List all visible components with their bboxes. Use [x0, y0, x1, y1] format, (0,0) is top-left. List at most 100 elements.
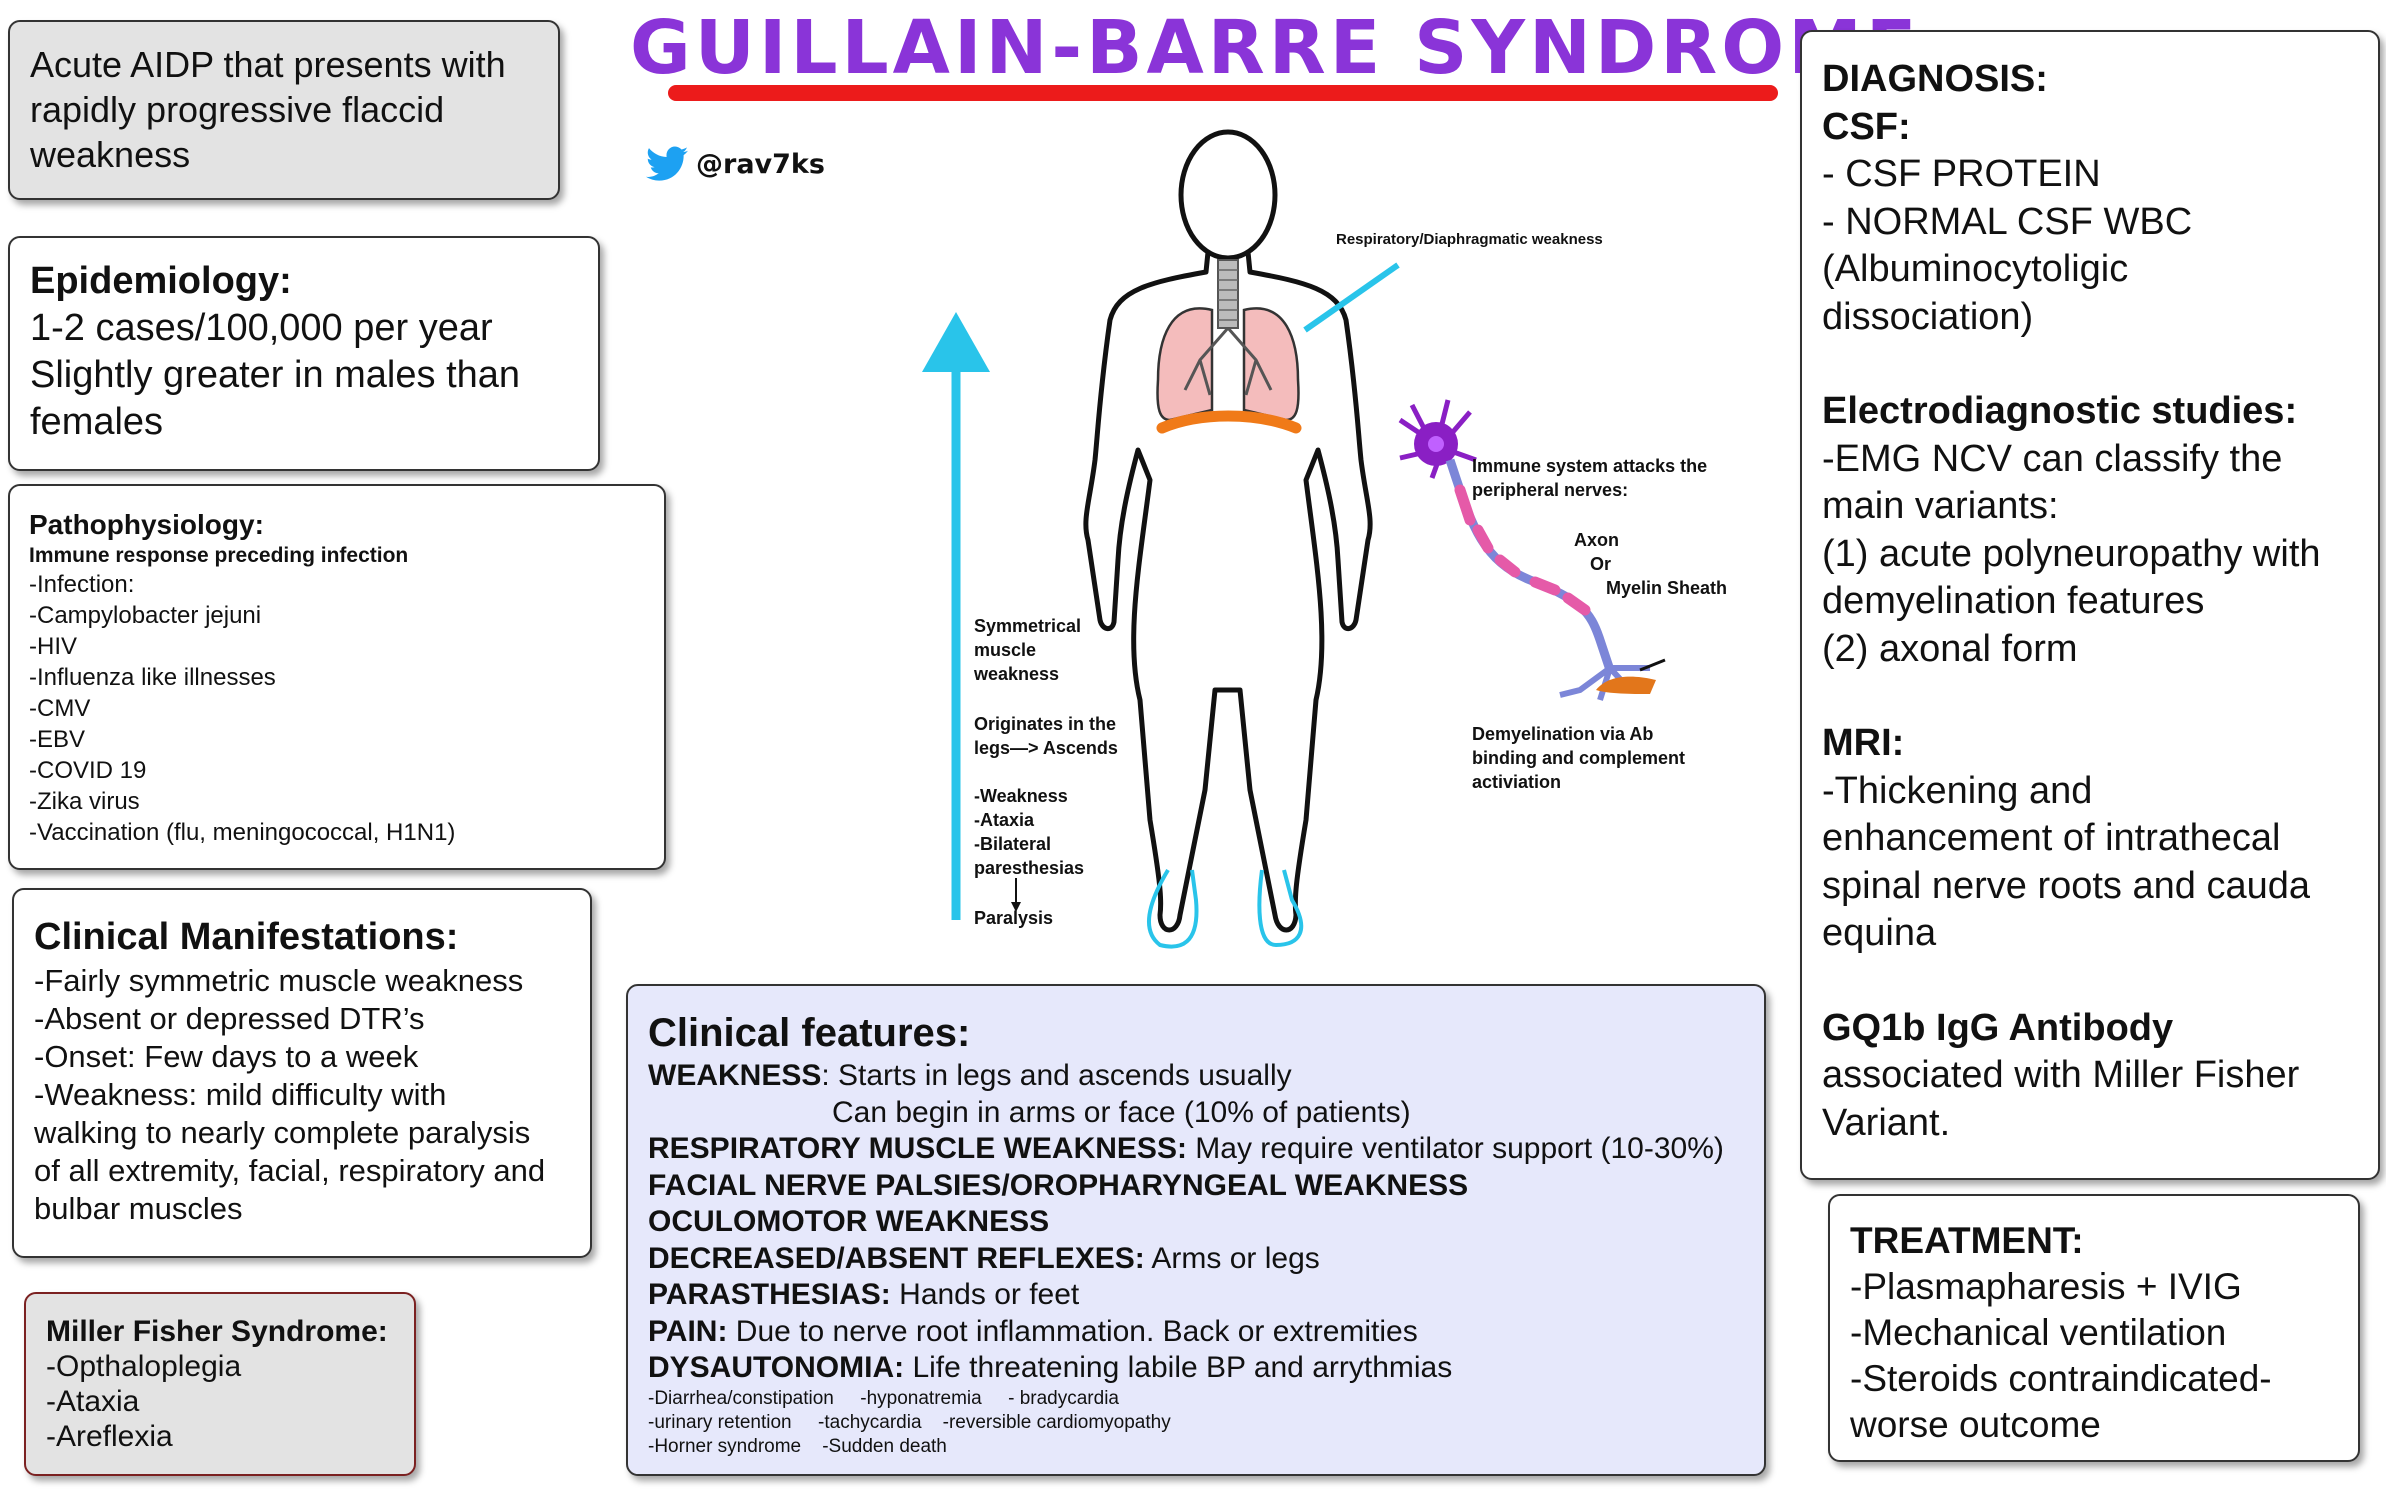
pathophysiology-line: -Vaccination (flu, meningococcal, H1N1)	[29, 819, 456, 846]
trachea	[1217, 259, 1239, 329]
treatment-box: TREATMENT: -Plasmapharesis + IVIG -Mecha…	[1828, 1194, 2360, 1462]
clinical-manifestations-line: bulbar muscles	[34, 1191, 243, 1226]
feature-weakness: WEAKNESS: Starts in legs and ascends usu…	[648, 1059, 1292, 1092]
definition-line: Acute AIDP that presents with	[30, 44, 506, 85]
pathophysiology-line: -CMV	[29, 695, 91, 722]
pathophysiology-subheading: Immune response preceding infection	[29, 544, 409, 567]
myelin-label: Myelin Sheath	[1606, 578, 1728, 598]
neuron-diagram	[1398, 399, 1666, 701]
mri-line: enhancement of intrathecal	[1822, 817, 2281, 859]
miller-fisher-heading: Miller Fisher Syndrome:	[46, 1315, 388, 1348]
pathophysiology-line: -COVID 19	[29, 757, 147, 784]
mri-heading: MRI:	[1822, 722, 1905, 764]
definition-line: weakness	[30, 134, 191, 175]
electro-line: (2) axonal form	[1822, 627, 2078, 670]
definition-box: Acute AIDP that presents with rapidly pr…	[8, 20, 560, 200]
feature-facial: FACIAL NERVE PALSIES/OROPHARYNGEAL WEAKN…	[648, 1168, 1469, 1202]
mri-line: -Thickening and	[1822, 769, 2093, 812]
csf-line: - CSF PROTEIN	[1822, 153, 2101, 195]
epidemiology-heading: Epidemiology:	[30, 260, 292, 302]
clinical-manifestations-line: -Absent or depressed DTR’s	[34, 1001, 425, 1036]
feature-oculomotor: OCULOMOTOR WEAKNESS	[648, 1205, 1050, 1238]
gq1b-line: associated with Miller Fisher	[1822, 1054, 2300, 1096]
miller-fisher-line: -Opthaloplegia	[46, 1350, 242, 1383]
clinical-manifestations-line: -Onset: Few days to a week	[34, 1039, 419, 1074]
feature-small-line: -Diarrhea/constipation -hyponatremia - b…	[648, 1387, 1119, 1409]
immune-label: Immune system attacks the peripheral ner…	[1472, 456, 1708, 500]
electro-line: demyelination features	[1822, 580, 2205, 622]
progression-arrow	[1011, 878, 1021, 912]
gq1b-line: Variant.	[1822, 1101, 1951, 1144]
treatment-line: -Mechanical ventilation	[1850, 1312, 2227, 1353]
clinical-manifestations-line: -Fairly symmetric muscle weakness	[34, 963, 524, 998]
clinical-manifestations-heading: Clinical Manifestations:	[34, 916, 459, 958]
twitter-link[interactable]: @rav7ks	[646, 144, 825, 184]
pathophysiology-line: -HIV	[29, 633, 77, 660]
diagnosis-box: DIAGNOSIS: CSF: - CSF PROTEIN - NORMAL C…	[1800, 30, 2380, 1180]
treatment-line: -Plasmapharesis + IVIG	[1850, 1266, 2242, 1307]
clinical-features-box: Clinical features: WEAKNESS: Starts in l…	[626, 984, 1766, 1476]
page-title: GUILLAIN-BARRE SYNDROME	[630, 5, 1921, 91]
title-underline	[668, 85, 1778, 101]
feature-small-line: -Horner syndrome -Sudden death	[648, 1435, 947, 1457]
feature-small-line: -urinary retention -tachycardia -reversi…	[648, 1411, 1171, 1433]
feature-pain: PAIN: Due to nerve root inflammation. Ba…	[648, 1314, 1418, 1348]
feature-parasthesias: PARASTHESIAS: Hands or feet	[648, 1278, 1080, 1311]
epidemiology-line: Slightly greater in males than	[30, 354, 521, 396]
twitter-icon	[646, 146, 688, 181]
csf-heading: CSF:	[1822, 105, 1911, 148]
mri-line: equina	[1822, 912, 1937, 954]
csf-line: (Albuminocytoligic	[1822, 248, 2129, 290]
respiratory-label: Respiratory/Diaphragmatic weakness	[1336, 231, 1603, 248]
definition-line: rapidly progressive flaccid	[30, 89, 445, 130]
clinical-manifestations-line: -Weakness: mild difficulty with	[34, 1077, 447, 1112]
symmetrical-label: Symmetrical muscle weakness	[974, 616, 1082, 684]
miller-fisher-box: Miller Fisher Syndrome: -Opthaloplegia -…	[24, 1292, 416, 1476]
epidemiology-line: females	[30, 401, 164, 443]
feature-weakness-cont: Can begin in arms or face (10% of patien…	[832, 1095, 1411, 1129]
treatment-line: -Steroids contraindicated-	[1850, 1358, 2272, 1399]
clinical-manifestations-box: Clinical Manifestations: -Fairly symmetr…	[12, 888, 592, 1258]
pathophysiology-line: -EBV	[29, 726, 86, 753]
mri-line: spinal nerve roots and cauda	[1822, 864, 2310, 907]
miller-fisher-line: -Areflexia	[46, 1420, 173, 1453]
demyelination-label: Demyelination via Ab binding and complem…	[1472, 724, 1686, 792]
paralysis-label: Paralysis	[974, 908, 1054, 928]
epidemiology-box: Epidemiology: 1-2 cases/100,000 per year…	[8, 236, 600, 471]
respiratory-pointer	[1303, 262, 1400, 333]
diagnosis-heading: DIAGNOSIS:	[1822, 58, 2048, 100]
feature-reflexes: DECREASED/ABSENT REFLEXES: Arms or legs	[648, 1241, 1320, 1275]
csf-line: dissociation)	[1822, 295, 2034, 338]
miller-fisher-line: -Ataxia	[46, 1385, 140, 1418]
electro-heading: Electrodiagnostic studies:	[1822, 390, 2298, 432]
pathophysiology-line: -Campylobacter jejuni	[29, 602, 262, 629]
feet-highlight	[1146, 868, 1304, 949]
symptoms-label: -Weakness -Ataxia -Bilateral paresthesia…	[974, 786, 1085, 878]
feature-respiratory: RESPIRATORY MUSCLE WEAKNESS: May require…	[648, 1132, 1724, 1165]
electro-line: main variants:	[1822, 485, 2059, 527]
clinical-manifestations-line: of all extremity, facial, respiratory an…	[34, 1153, 546, 1188]
twitter-handle: @rav7ks	[696, 148, 825, 180]
treatment-heading: TREATMENT:	[1850, 1220, 2084, 1261]
gq1b-heading: GQ1b IgG Antibody	[1822, 1006, 2174, 1049]
pathophysiology-box: Pathophysiology: Immune response precedi…	[8, 484, 666, 870]
treatment-line: worse outcome	[1850, 1404, 2101, 1445]
pathophysiology-line: -Infection:	[29, 571, 135, 598]
feature-dysautonomia: DYSAUTONOMIA: Life threatening labile BP…	[648, 1351, 1453, 1384]
originates-label: Originates in the legs—> Ascends	[974, 714, 1118, 758]
csf-line: - NORMAL CSF WBC	[1822, 200, 2193, 243]
diaphragm	[1156, 410, 1302, 434]
axon-label: Axon	[1574, 530, 1619, 550]
clinical-manifestations-line: walking to nearly complete paralysis	[34, 1115, 531, 1150]
ascending-arrow	[922, 312, 990, 920]
electro-line: -EMG NCV can classify the	[1822, 437, 2283, 480]
electro-line: (1) acute polyneuropathy with	[1822, 532, 2321, 575]
lungs	[1156, 307, 1300, 422]
pathophysiology-line: -Influenza like illnesses	[29, 664, 276, 691]
clinical-features-heading: Clinical features:	[648, 1011, 971, 1055]
epidemiology-line: 1-2 cases/100,000 per year	[30, 307, 493, 349]
or-label: Or	[1590, 554, 1612, 574]
human-body-outline	[1083, 129, 1373, 933]
pathophysiology-heading: Pathophysiology:	[29, 509, 264, 540]
